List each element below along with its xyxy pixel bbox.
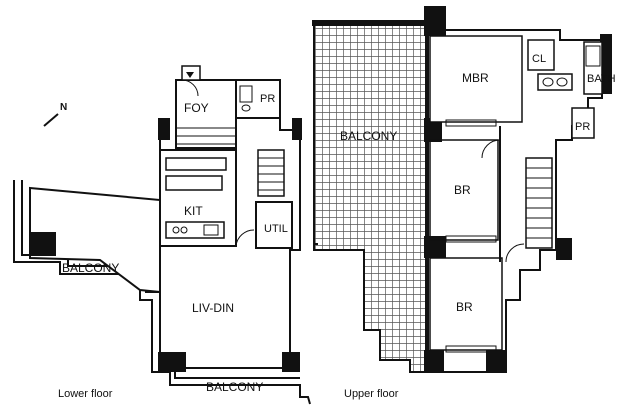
closet [527, 39, 555, 71]
lower-stairs [257, 149, 285, 197]
br-top-room [429, 139, 499, 241]
lower-bottom-balcony-label: BALCONY [206, 380, 263, 394]
br-top-label: BR [454, 183, 471, 197]
utility-room [255, 201, 293, 249]
mbr-room [429, 35, 523, 123]
lower-left-balcony-label: BALCONY [62, 261, 119, 275]
br-bottom-room [429, 257, 503, 351]
bath-label: BATH [587, 73, 616, 85]
upper-pr-label: PR [575, 121, 590, 133]
north-arrow [43, 113, 59, 127]
north-label: N [60, 102, 67, 113]
closet-label: CL [532, 53, 546, 65]
lower-left-balcony-outline [13, 180, 311, 405]
upper-balcony-deck [313, 21, 427, 373]
living-dining-label: LIV-DIN [192, 301, 234, 315]
upper-stairs [525, 157, 553, 249]
foyer-area [175, 79, 237, 149]
lower-floor-plan [13, 65, 311, 405]
mbr-label: MBR [462, 71, 489, 85]
upper-pr-room [571, 107, 595, 139]
upper-floor-caption: Upper floor [344, 388, 399, 400]
foyer-label: FOY [184, 101, 209, 115]
utility-label: UTIL [264, 223, 288, 235]
kitchen-label: KIT [184, 204, 203, 218]
upper-balcony-label: BALCONY [340, 129, 397, 143]
lower-pr-label: PR [260, 93, 275, 105]
upper-floor-plan [312, 6, 612, 373]
lower-floor-caption: Lower floor [58, 388, 113, 400]
br-bottom-label: BR [456, 300, 473, 314]
